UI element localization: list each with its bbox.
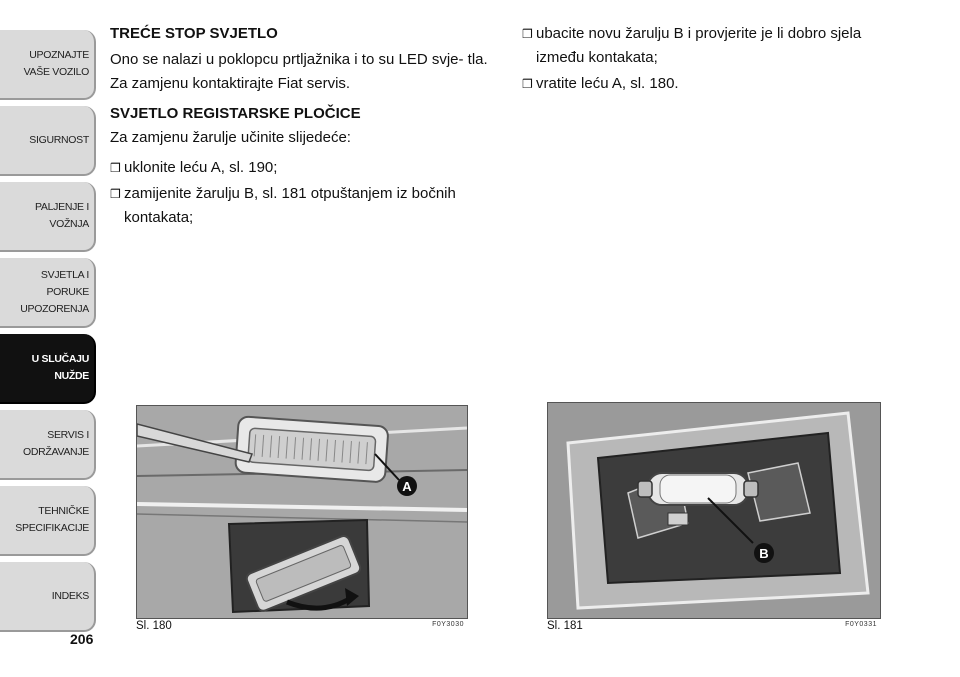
tab-label: INDEKS — [51, 589, 90, 602]
tab-paljenje-i-voznja[interactable]: PALJENJE I VOŽNJA — [0, 182, 96, 252]
tab-indeks[interactable]: INDEKS — [0, 562, 96, 632]
figure-code: F0Y3030 — [432, 621, 464, 628]
heading-third-stop-light: TREĆE STOP SVJETLO — [110, 25, 278, 42]
figure-181-bulb: B — [547, 402, 881, 619]
list-item: ❒ zamijenite žarulju B, sl. 181 otpuštan… — [110, 182, 495, 230]
caption-fig-180: Sl. 180 F0Y3030 — [136, 620, 466, 632]
tab-upoznajte-vase-vozilo[interactable]: UPOZNAJTE VAŠE VOZILO — [0, 30, 96, 100]
left-column: TREĆE STOP SVJETLO Ono se nalazi u poklo… — [110, 22, 495, 232]
tab-servis-i-odrzavanje[interactable]: SERVIS I ODRŽAVANJE — [0, 410, 96, 480]
paragraph-third-stop-light: Ono se nalazi u poklopcu prtljažnika i t… — [110, 51, 488, 92]
heading-plate-light: SVJETLO REGISTARSKE PLOČICE — [110, 105, 361, 122]
tab-tehnicke-specifikacije[interactable]: TEHNIČKE SPECIFIKACIJE — [0, 486, 96, 556]
list-item: ❒ vratite leću A, sl. 180. — [522, 72, 912, 96]
list-item: ❒ uklonite leću A, sl. 190; — [110, 156, 495, 180]
tab-u-slucaju-nuzde[interactable]: U SLUČAJU NUŽDE — [0, 334, 96, 404]
figure-180-plate-lens: A — [136, 405, 468, 619]
tab-label: U SLUČAJU NUŽDE — [31, 353, 90, 382]
figure-caption: Sl. 180 — [136, 620, 172, 632]
list-item-text: zamijenite žarulju B, sl. 181 otpuštanje… — [124, 185, 456, 226]
tab-label: SERVIS I ODRŽAVANJE — [22, 429, 89, 458]
callout-a-label: A — [402, 479, 412, 494]
tab-label: PALJENJE I VOŽNJA — [35, 201, 89, 230]
tab-label: UPOZNAJTE VAŠE VOZILO — [23, 49, 90, 78]
list-item-text: ubacite novu žarulju B i provjerite je l… — [536, 25, 862, 66]
page-number: 206 — [70, 631, 94, 647]
callout-b-label: B — [759, 546, 768, 561]
list-item-text: uklonite leću A, sl. 190; — [124, 159, 278, 176]
caption-fig-181: Sl. 181 F0Y0331 — [547, 620, 879, 632]
bulb-illustration: B — [548, 403, 880, 618]
tab-label: SVJETLA I PORUKE UPOZORENJA — [20, 268, 89, 315]
checkbox-bullet-icon: ❒ — [110, 161, 121, 175]
list-item: ❒ ubacite novu žarulju B i provjerite je… — [522, 22, 912, 70]
list-item-text: vratite leću A, sl. 180. — [536, 75, 679, 92]
checkbox-bullet-icon: ❒ — [522, 27, 533, 41]
tab-label: TEHNIČKE SPECIFIKACIJE — [15, 505, 89, 534]
figure-code: F0Y0331 — [845, 621, 877, 628]
checkbox-bullet-icon: ❒ — [522, 77, 533, 91]
tab-label: SIGURNOST — [29, 133, 89, 146]
tab-svjetla-i-poruke[interactable]: SVJETLA I PORUKE UPOZORENJA — [0, 258, 96, 328]
right-column: ❒ ubacite novu žarulju B i provjerite je… — [522, 22, 912, 98]
checkbox-bullet-icon: ❒ — [110, 187, 121, 201]
paragraph-plate-light: Za zamjenu žarulje učinite slijedeće: — [110, 129, 351, 146]
plate-lens-illustration: A — [136, 406, 468, 618]
tab-sigurnost[interactable]: SIGURNOST — [0, 106, 96, 176]
figure-caption: Sl. 181 — [547, 620, 583, 632]
